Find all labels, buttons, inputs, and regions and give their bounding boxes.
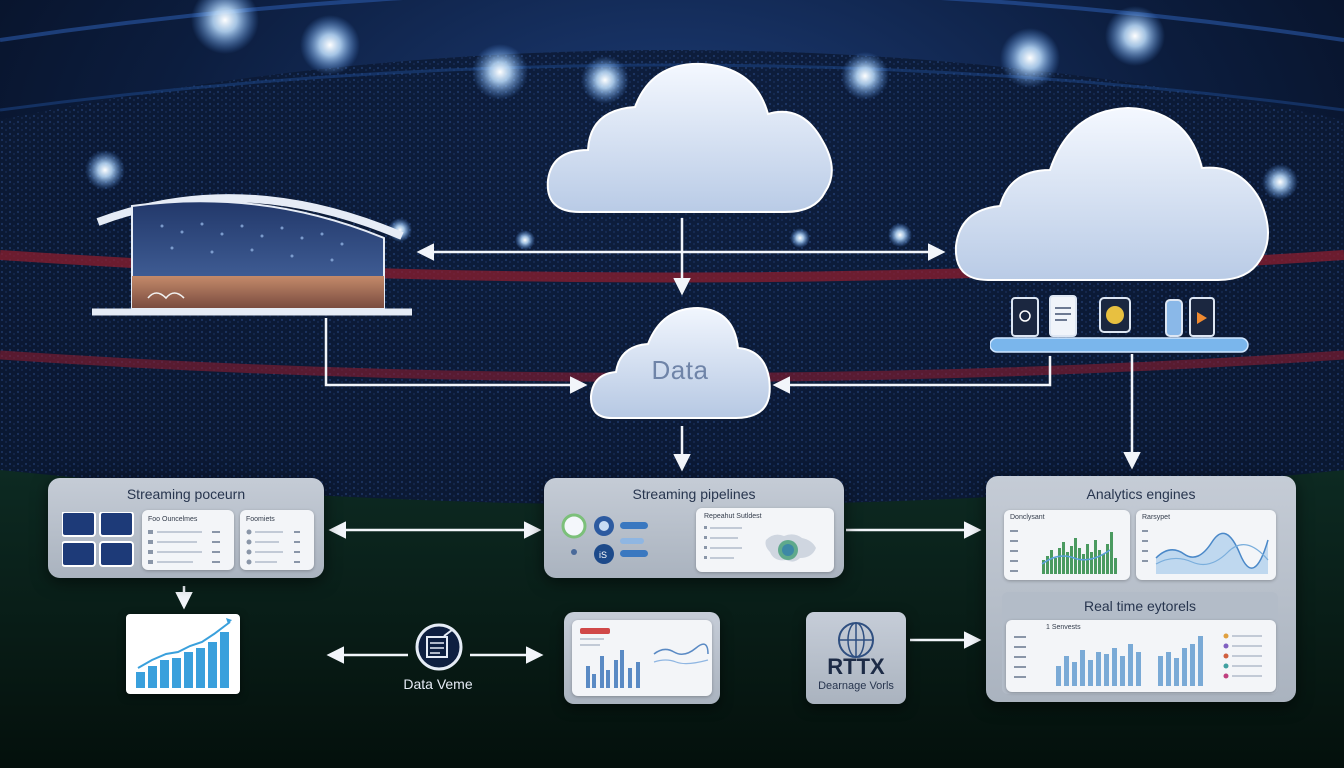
panel-streaming-pipelines: Streaming pipelines iS Repeahut Sutldest bbox=[544, 478, 844, 578]
panel-streaming-source-title: Streaming poceurn bbox=[126, 486, 246, 502]
rttx-title: RTTX bbox=[827, 654, 885, 679]
panel-analytics-engines-title: Analytics engines bbox=[1086, 486, 1196, 502]
source-card-a: Foo Ouncelmes bbox=[142, 510, 234, 570]
pipeline-card-map: Repeahut Sutldest bbox=[696, 508, 834, 572]
panel-analytics-engines: Analytics engines Donclysant Rarsypet bbox=[986, 476, 1296, 702]
realtime-subpanel: Real time eytorels 1 Senvests bbox=[1002, 592, 1278, 694]
phone-icon bbox=[1165, 299, 1183, 337]
panel-streaming-source: Streaming poceurn Foo Ouncelmes Foomiets bbox=[48, 478, 324, 578]
bar-line-chart-inner bbox=[572, 620, 712, 696]
cloud-top-right bbox=[948, 98, 1278, 288]
analytics-card-bars: Donclysant bbox=[1004, 510, 1130, 580]
stadium-illustration bbox=[92, 176, 416, 322]
realtime-card-title: 1 Senvests bbox=[1046, 624, 1081, 631]
globe-icon bbox=[838, 622, 874, 658]
realtime-subpanel-title: Real time eytorels bbox=[1083, 598, 1197, 614]
cloud-data-label: Data bbox=[651, 354, 709, 385]
source-card-b: Foomiets bbox=[240, 510, 314, 570]
cloud-top-right-label bbox=[948, 98, 1278, 288]
analytics-card-a-title: Donclysant bbox=[1010, 514, 1045, 521]
document-icon bbox=[1049, 295, 1077, 337]
panel-streaming-pipelines-title: Streaming pipelines bbox=[632, 486, 756, 502]
rttx-card: RTTX Dearnage Vorls bbox=[806, 612, 906, 704]
rttx-subtitle: Dearnage Vorls bbox=[818, 680, 894, 692]
pipeline-card-title: Repeahut Sutldest bbox=[704, 513, 762, 520]
realtime-legend bbox=[1223, 633, 1262, 679]
cloud-top-center-label bbox=[540, 52, 840, 222]
realtime-bars-right bbox=[1158, 636, 1203, 686]
realtime-bars-left bbox=[1056, 644, 1141, 686]
realtime-card: 1 Senvests bbox=[1006, 620, 1276, 692]
stadium-lights bbox=[85, 0, 1298, 250]
source-card-a-title: Foo Ouncelmes bbox=[148, 516, 198, 523]
tablet-icon bbox=[1011, 297, 1039, 337]
cloud-top-center bbox=[540, 52, 840, 222]
device-shelf bbox=[989, 294, 1250, 356]
data-venue-icon bbox=[410, 622, 468, 672]
svg-text:iS: iS bbox=[599, 550, 607, 560]
tile-grid bbox=[61, 511, 134, 568]
watch-icon bbox=[1099, 297, 1131, 333]
data-venue-label: Data Veme bbox=[403, 676, 473, 692]
world-map-icon bbox=[765, 534, 816, 562]
analytics-card-area: Rarsypet bbox=[1136, 510, 1276, 580]
bar-line-chart-card bbox=[564, 612, 720, 704]
cloud-data: Data bbox=[586, 302, 774, 424]
analytics-card-b-title: Rarsypet bbox=[1142, 514, 1171, 521]
mobile-icon bbox=[1189, 297, 1215, 337]
growth-chart-card bbox=[126, 614, 240, 694]
pipeline-node-icons: iS bbox=[558, 512, 658, 572]
source-card-b-title: Foomiets bbox=[246, 516, 275, 523]
